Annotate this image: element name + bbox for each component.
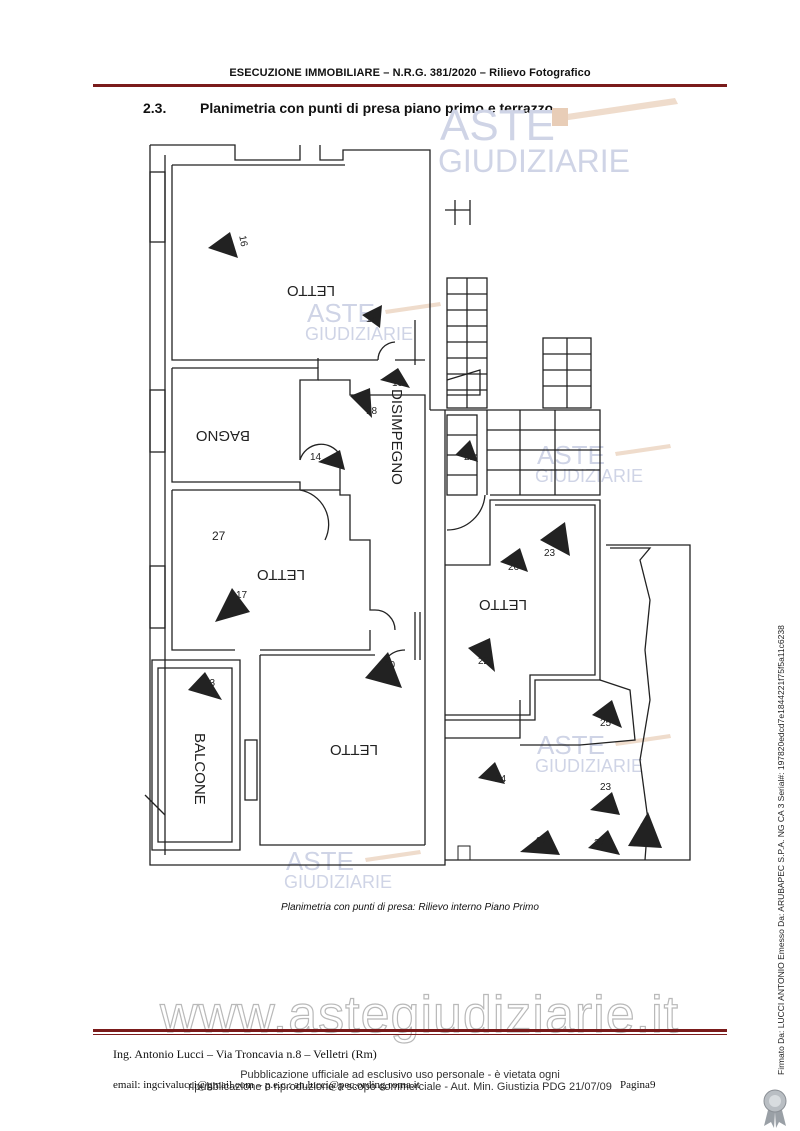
shot-marker-18: 18 <box>350 388 378 418</box>
svg-text:19: 19 <box>392 378 404 389</box>
svg-text:26: 26 <box>640 822 652 833</box>
svg-text:27: 27 <box>536 836 548 847</box>
shot-marker-17: 17 <box>215 588 250 622</box>
aste-watermark: ASTE GIUDIZIARIE <box>535 730 671 776</box>
room-label-disimpegno: DISIMPEGNO <box>388 389 405 485</box>
svg-text:GIUDIZIARIE: GIUDIZIARIE <box>438 143 630 179</box>
disclaimer-line: ripubblicazione o riproduzione a scopo c… <box>188 1081 612 1093</box>
svg-text:24: 24 <box>495 774 507 785</box>
svg-text:18: 18 <box>366 406 378 417</box>
svg-text:ASTE: ASTE <box>537 440 605 470</box>
svg-text:ASTE: ASTE <box>307 298 375 328</box>
svg-text:25: 25 <box>600 718 612 729</box>
watermark-url: www.astegiudiziarie.it <box>159 985 680 1044</box>
svg-text:17: 17 <box>236 590 248 601</box>
shot-marker-16: 16 <box>208 232 249 258</box>
svg-text:15: 15 <box>366 314 378 325</box>
svg-text:16: 16 <box>236 235 249 248</box>
footer-rule <box>93 1029 727 1032</box>
svg-text:23: 23 <box>600 782 612 793</box>
shot-marker-20: 20 <box>365 652 402 688</box>
shot-marker-27b: 27 <box>520 830 560 855</box>
svg-text:27: 27 <box>594 838 606 849</box>
room-label-letto-right: LETTO <box>479 596 527 613</box>
disclaimer: Pubblicazione ufficiale ad esclusivo uso… <box>150 1069 650 1093</box>
svg-text:27: 27 <box>212 529 226 543</box>
svg-text:GIUDIZIARIE: GIUDIZIARIE <box>535 756 643 776</box>
floor-icon <box>457 845 471 861</box>
footer-rule-thin <box>93 1034 727 1035</box>
svg-text:GIUDIZIARIE: GIUDIZIARIE <box>535 466 643 486</box>
section-title: Planimetria con punti di presa piano pri… <box>200 100 554 116</box>
room-label-letto-bottom: LETTO <box>330 741 378 758</box>
shot-marker-13: 13 <box>188 672 222 700</box>
aste-watermark: ASTE GIUDIZIARIE <box>438 98 678 179</box>
shot-marker-14: 14 <box>310 450 345 470</box>
svg-text:20: 20 <box>384 660 396 671</box>
shot-marker-15: 15 <box>362 305 382 328</box>
room-label-balcone: BALCONE <box>191 733 208 805</box>
svg-text:22: 22 <box>478 656 490 667</box>
shot-marker-23a: 23 <box>540 522 570 559</box>
room-label-bagno: BAGNO <box>196 427 250 444</box>
svg-text:ASTE: ASTE <box>286 846 354 876</box>
svg-text:13: 13 <box>204 678 216 689</box>
digital-signature-text: Firmato Da: LUCCI ANTONIO Emesso Da: ARU… <box>776 625 786 1075</box>
svg-text:GIUDIZIARIE: GIUDIZIARIE <box>284 872 392 892</box>
svg-text:ASTE: ASTE <box>440 101 555 150</box>
shot-marker-27a: 27 <box>212 529 226 543</box>
shot-marker-26a: 26 <box>500 548 528 573</box>
footer-email: email: ingcivalucci@gmail.com – p.e.c.: … <box>113 1079 420 1091</box>
shot-marker-26b: 26 <box>628 812 662 848</box>
disclaimer-line: Pubblicazione ufficiale ad esclusivo uso… <box>240 1069 560 1081</box>
svg-text:23: 23 <box>544 548 556 559</box>
shot-marker-27c: 27 <box>588 830 620 855</box>
footer-author: Ing. Antonio Lucci – Via Troncavia n.8 –… <box>113 1047 377 1061</box>
svg-text:14: 14 <box>310 452 322 463</box>
shot-marker-19: 19 <box>380 368 410 389</box>
aste-watermark: ASTE GIUDIZIARIE <box>305 298 441 344</box>
shot-marker-25: 25 <box>592 700 622 729</box>
room-label-letto-top: LETTO <box>287 282 335 299</box>
shot-marker-23b: 23 <box>590 782 620 815</box>
header-rule <box>93 84 727 87</box>
shot-marker-24: 24 <box>478 762 507 785</box>
section-number: 2.3. <box>143 100 167 116</box>
aste-watermark: ASTE GIUDIZIARIE <box>535 440 671 486</box>
svg-text:GIUDIZIARIE: GIUDIZIARIE <box>305 324 413 344</box>
shot-marker-22: 22 <box>468 638 495 672</box>
header-title: ESECUZIONE IMMOBILIARE – N.R.G. 381/2020… <box>229 67 591 79</box>
page-number: Pagina9 <box>620 1079 656 1091</box>
seal-icon <box>763 1089 787 1128</box>
shot-marker-21: 21 <box>455 440 478 463</box>
aste-watermark: ASTE GIUDIZIARIE <box>284 846 421 892</box>
svg-text:26: 26 <box>508 562 520 573</box>
figure-caption: Planimetria con punti di presa: Rilievo … <box>281 902 539 913</box>
svg-text:21: 21 <box>464 452 476 463</box>
room-label-letto-mid: LETTO <box>257 566 305 583</box>
